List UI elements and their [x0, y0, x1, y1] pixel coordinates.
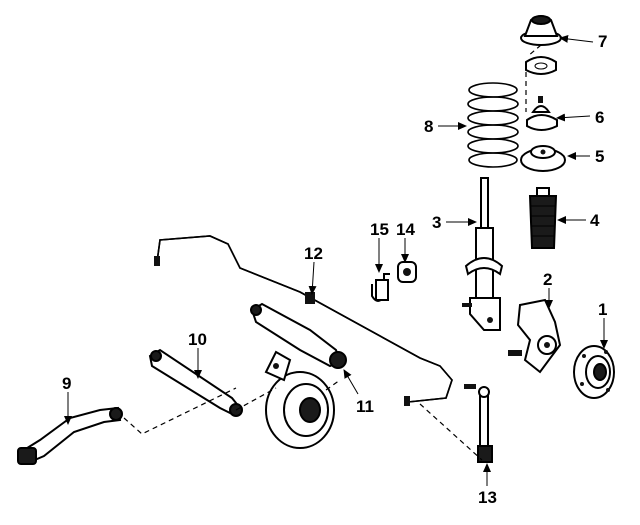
callout-labels: 7 6 5 4 8 3 2 1 15 14 12 10 11 9 13	[62, 32, 607, 507]
part-upper-mount-plate	[525, 56, 558, 131]
part-bushing-bracket	[371, 273, 390, 302]
callout-12: 12	[304, 244, 323, 263]
callout-11: 11	[356, 397, 374, 416]
callout-10: 10	[188, 330, 207, 349]
callout-2: 2	[543, 270, 552, 289]
part-hub-bearing	[573, 345, 615, 399]
part-stabilizer-bushing	[397, 261, 417, 283]
callout-4: 4	[590, 211, 600, 230]
part-dust-boot	[528, 187, 558, 249]
callout-9: 9	[62, 374, 71, 393]
callout-3: 3	[432, 213, 441, 232]
part-lower-link	[148, 348, 243, 417]
leader-lines	[64, 34, 608, 486]
callout-14: 14	[396, 220, 415, 239]
callout-5: 5	[595, 147, 604, 166]
callout-8: 8	[424, 117, 433, 136]
part-brake-drum	[264, 350, 335, 449]
part-stabilizer-link	[464, 384, 493, 463]
assembly-guide-lines	[123, 44, 542, 461]
part-steering-knuckle	[508, 298, 562, 374]
callout-6: 6	[595, 108, 604, 127]
part-coil-spring	[467, 82, 519, 168]
part-control-arm	[250, 302, 347, 369]
part-stabilizer-bar	[154, 235, 453, 406]
part-strut-mount-cap	[520, 15, 562, 46]
callout-15: 15	[370, 220, 389, 239]
callout-1: 1	[598, 300, 607, 319]
callout-7: 7	[598, 32, 607, 51]
callout-13: 13	[478, 488, 497, 507]
part-spring-seat	[520, 145, 566, 172]
part-strut-assembly	[462, 177, 504, 331]
part-trailing-arm	[17, 406, 123, 465]
